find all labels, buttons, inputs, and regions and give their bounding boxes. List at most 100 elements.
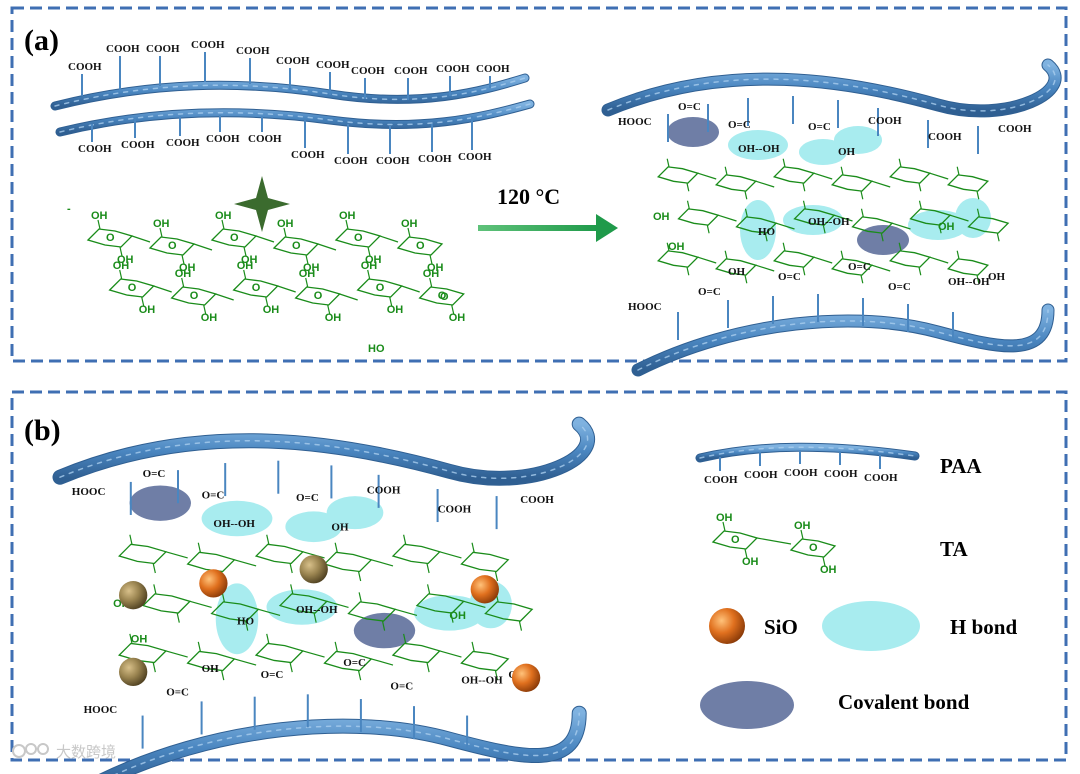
ta-bond (197, 542, 202, 553)
ta-bond (305, 277, 309, 288)
ta-bond (367, 269, 371, 280)
chem-label: HOOC (628, 301, 662, 313)
ta-bond (258, 608, 281, 617)
ta-bond (929, 256, 949, 264)
h-bond-ellipse (740, 200, 776, 260)
oh-label: OH (361, 260, 378, 272)
sugar-ring (772, 166, 816, 184)
ta-bond (243, 269, 247, 280)
chem-label: O=C (166, 687, 189, 699)
ta-bond (833, 214, 853, 222)
oh-label: OH (241, 254, 258, 266)
cooh-label: COOH (78, 143, 112, 155)
ta-bond (429, 254, 433, 265)
sugar-ring (772, 250, 816, 268)
oh-label: OH (449, 312, 466, 324)
ta-bond (371, 658, 394, 666)
chem-label: COOH (438, 504, 472, 516)
legend-paa-label: PAA (940, 454, 982, 478)
ta-bond (471, 641, 475, 652)
ta-bond (956, 166, 960, 176)
chem-label: OH--OH (296, 604, 338, 616)
chem-label: OH (988, 271, 1006, 283)
cooh-label: COOH (248, 133, 282, 145)
ta-bond (429, 277, 433, 288)
h-bond-ellipse (215, 583, 259, 655)
o-label: O (440, 291, 449, 303)
covalent-bond-ellipse (129, 485, 191, 521)
chem-label: O=C (296, 492, 319, 504)
ta-bond (775, 222, 795, 230)
ta-bond (193, 243, 213, 251)
ta-bond (159, 227, 163, 238)
ta-bond (215, 293, 234, 301)
o-label: O (809, 542, 818, 554)
ta-bond (666, 158, 670, 168)
ta-bond (317, 243, 337, 251)
ta-bond (494, 571, 499, 582)
h-bond-ellipse (266, 589, 338, 625)
ta-bond (518, 620, 523, 631)
sio-particle (470, 575, 499, 604)
h-bond-ellipse (728, 130, 788, 160)
sugar-ring (141, 593, 192, 614)
oh-label: OH (716, 512, 733, 524)
sio-particle (299, 555, 328, 584)
legend-chain-texture (699, 446, 916, 459)
panel-a-border (10, 6, 1068, 363)
ta-bond (898, 158, 902, 168)
ta-bond (97, 219, 101, 230)
o-label: O (416, 240, 425, 252)
ta-bond (243, 246, 247, 257)
ta-bond (918, 266, 922, 276)
ta-bond (152, 662, 156, 673)
sugar-ring (714, 174, 758, 192)
o-label: O (314, 290, 323, 302)
ta-bond (764, 232, 768, 242)
chem-label: OH--OH (738, 143, 780, 155)
ta-bond (976, 274, 980, 284)
reaction-arrow (478, 214, 618, 242)
ta-bond (289, 662, 293, 673)
ta-bond (918, 200, 922, 210)
ta-bond (334, 542, 338, 553)
h-bond-ellipse (783, 205, 843, 235)
chem-label: OH (653, 211, 670, 223)
chem-label: OH--OH (213, 518, 255, 530)
panel-b-label: (b) (24, 414, 61, 447)
legend-ta-label: TA (940, 537, 968, 561)
cooh-label: COOH (864, 472, 898, 484)
cooh-label: COOH (276, 55, 310, 67)
sugar-ring (967, 216, 1010, 234)
ta-bond (266, 534, 270, 545)
chem-label: OH--OH (948, 276, 990, 288)
chem-label: O=C (143, 468, 166, 480)
legend-covalent-label: Covalent bond (838, 690, 970, 714)
ta-bond (439, 551, 462, 559)
ta-bond (401, 285, 420, 293)
o-label: O (354, 232, 363, 244)
oh-label: OH (401, 218, 418, 230)
chem-label: OH--OH (808, 216, 850, 228)
sugar-ring (677, 208, 720, 226)
paa-chain-texture (637, 309, 1049, 371)
chem-label: O=C (343, 657, 366, 669)
ta-bond (744, 548, 748, 559)
ta-bond (141, 296, 145, 307)
ta-bond (822, 224, 826, 234)
ta-bond (153, 285, 172, 293)
ta-bond (813, 172, 833, 180)
ta-bond (181, 277, 185, 288)
paa-chain-fill (53, 417, 594, 485)
plus-star-icon (234, 176, 290, 232)
oh-label: OH (303, 262, 320, 274)
ta-bond (165, 551, 188, 559)
ta-bond (334, 641, 338, 652)
ta-bond (313, 612, 317, 623)
ta-bond (326, 600, 349, 609)
chem-label: OH (449, 610, 466, 622)
ta-bond (722, 521, 726, 532)
ta-bond (898, 242, 902, 252)
